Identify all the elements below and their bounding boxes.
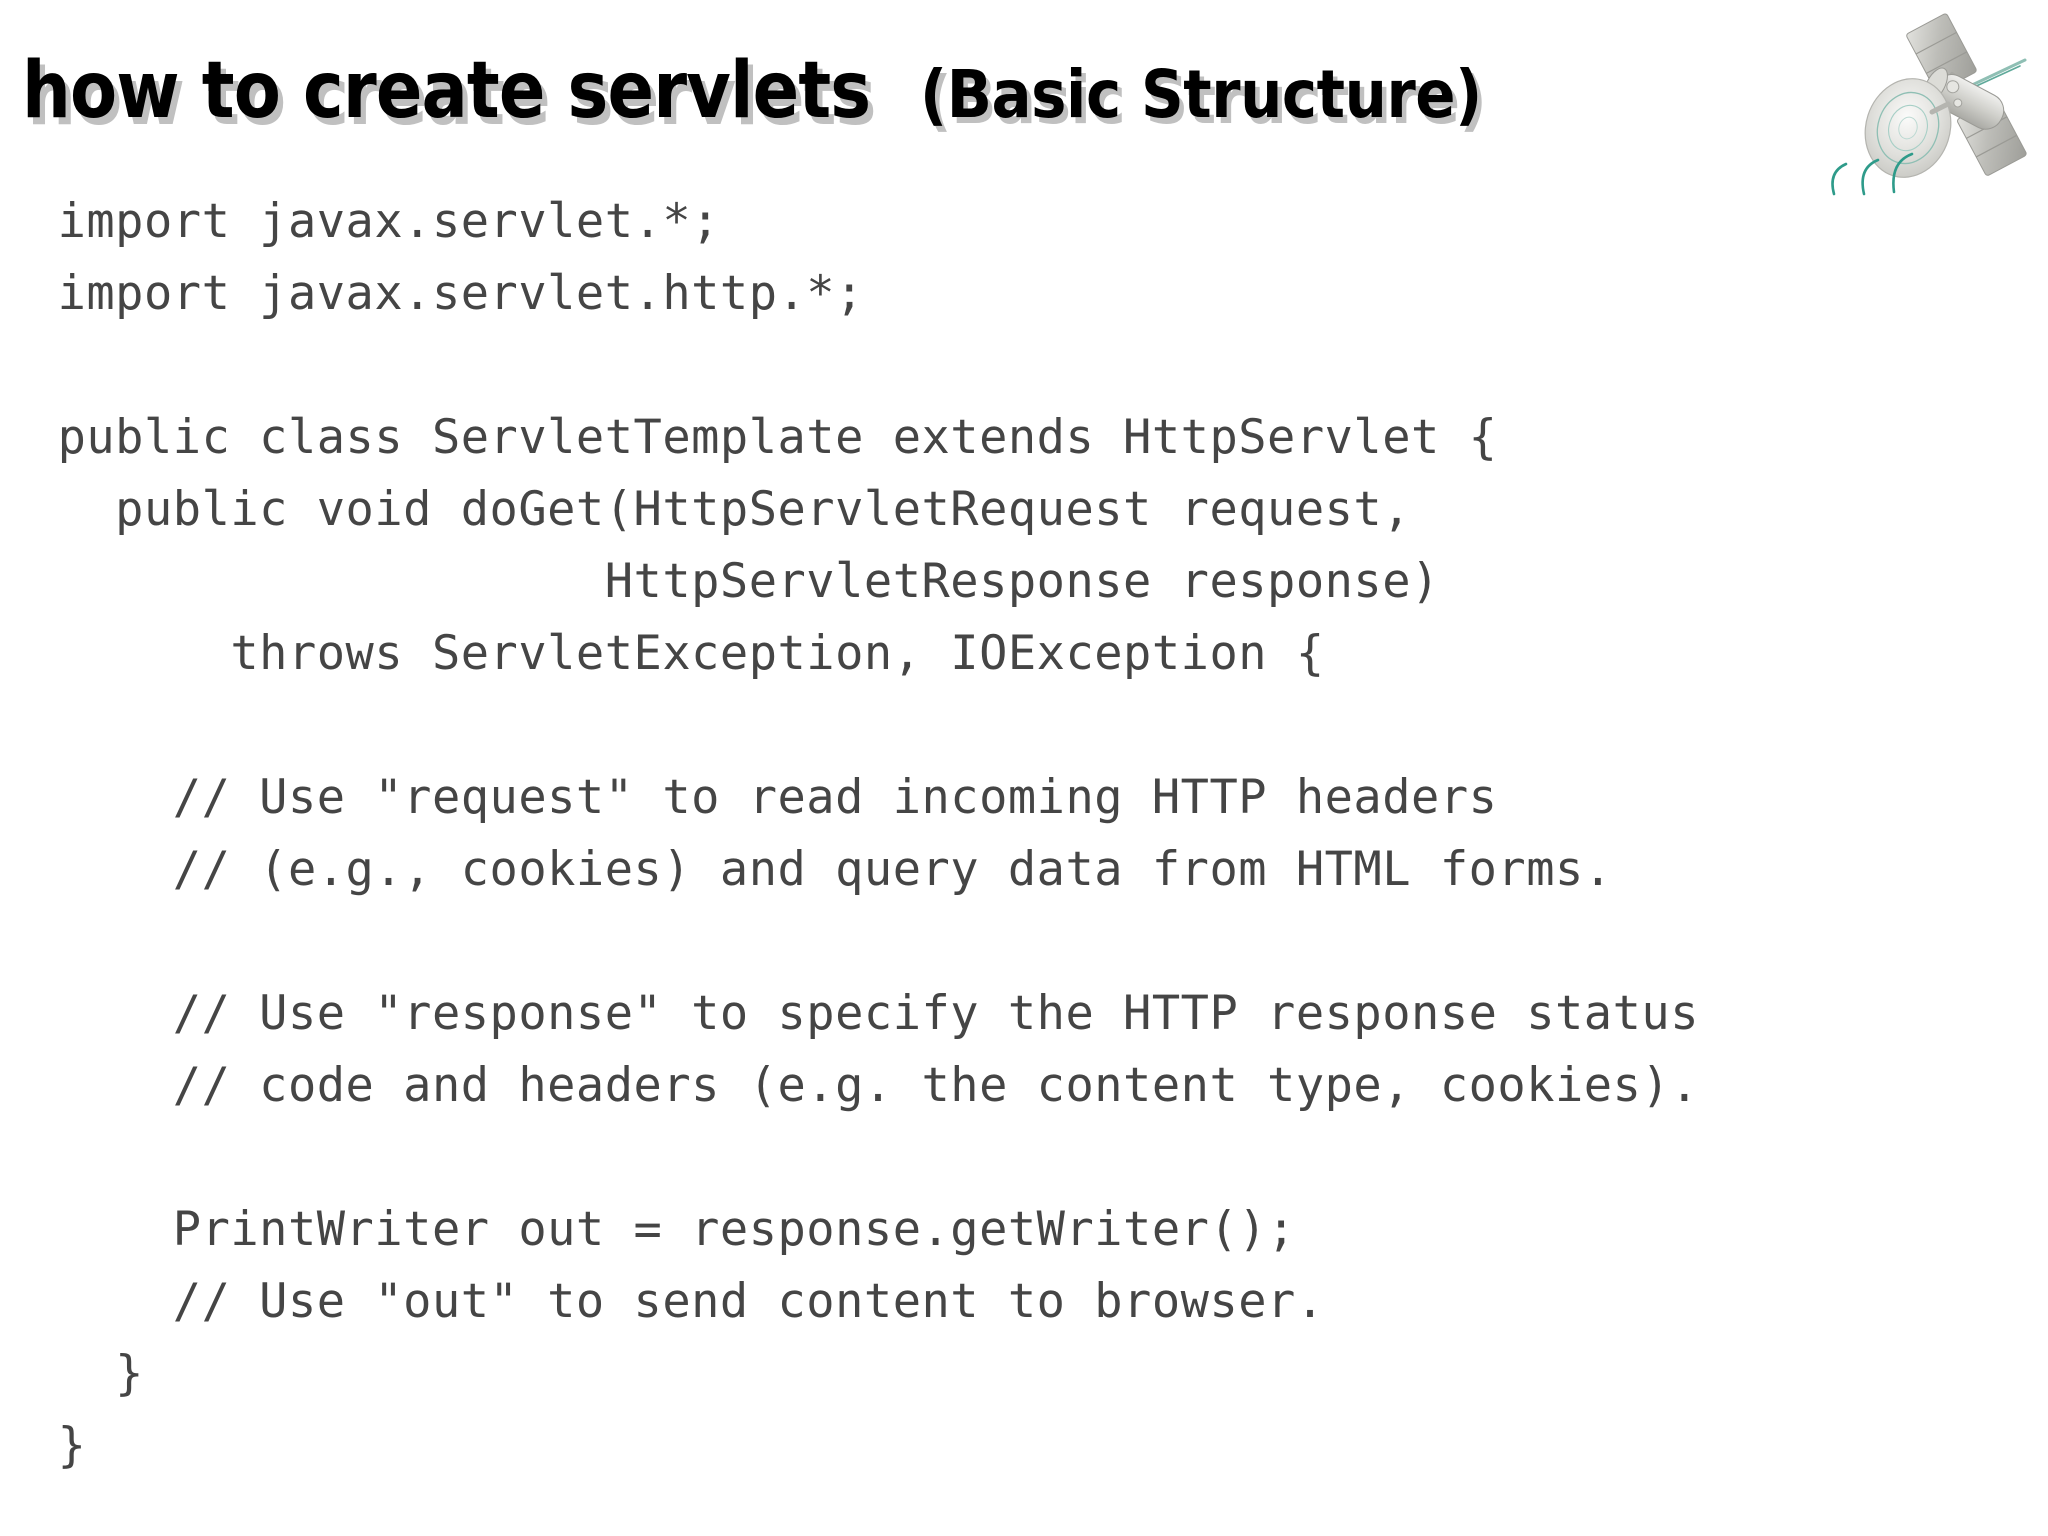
code-line	[0, 330, 2048, 402]
code-line: import javax.servlet.http.*;	[0, 266, 864, 321]
code-line: public class ServletTemplate extends Htt…	[0, 410, 1498, 465]
code-line: throws ServletException, IOException {	[0, 626, 1325, 681]
code-line: // Use "response" to specify the HTTP re…	[0, 986, 1699, 1041]
code-line: HttpServletResponse response)	[0, 554, 1440, 609]
code-line: public void doGet(HttpServletRequest req…	[0, 482, 1412, 537]
code-line	[0, 1122, 2048, 1194]
code-line: // Use "request" to read incoming HTTP h…	[0, 770, 1498, 825]
code-block: import javax.servlet.*; import javax.ser…	[0, 186, 2048, 1482]
page-title-subtitle: (Basic Structure)	[919, 56, 1482, 133]
code-line: PrintWriter out = response.getWriter();	[0, 1202, 1296, 1257]
satellite-icon	[1820, 8, 2040, 198]
page-title: how to create servlets (Basic Structure)	[22, 52, 1544, 130]
code-line	[0, 906, 2048, 978]
code-line: }	[0, 1418, 87, 1473]
code-line	[0, 690, 2048, 762]
code-line: }	[0, 1346, 144, 1401]
code-line: // code and headers (e.g. the content ty…	[0, 1058, 1699, 1113]
code-line: import javax.servlet.*;	[0, 194, 720, 249]
code-line: // Use "out" to send content to browser.	[0, 1274, 1325, 1329]
code-line: // (e.g., cookies) and query data from H…	[0, 842, 1613, 897]
page-title-main: how to create servlets	[22, 46, 871, 136]
